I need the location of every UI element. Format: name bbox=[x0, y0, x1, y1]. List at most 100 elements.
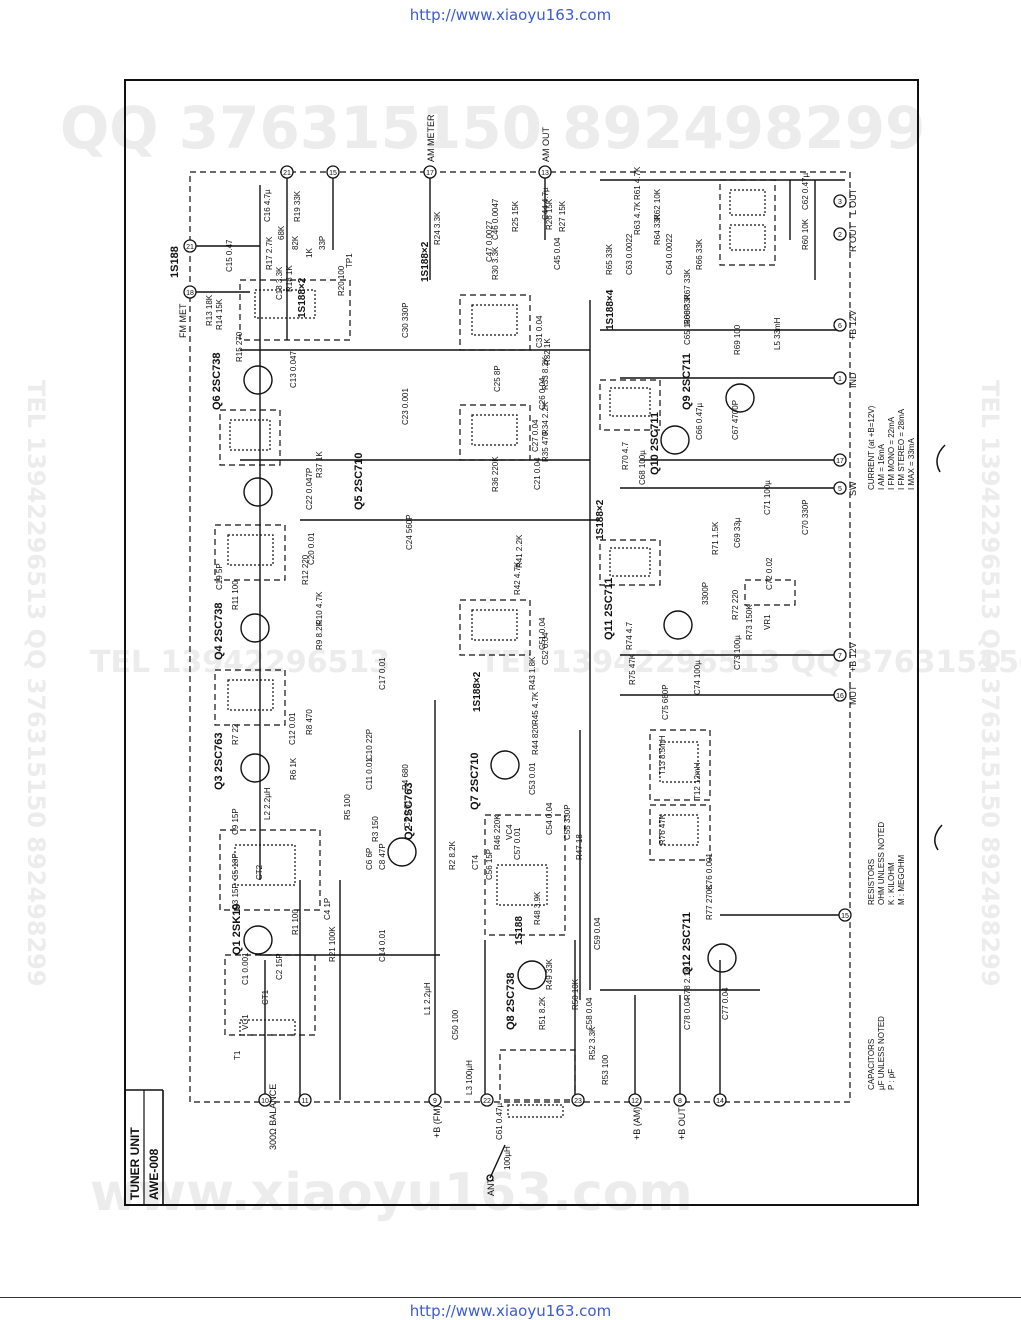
svg-text:Q2 2SC763: Q2 2SC763 bbox=[403, 783, 415, 841]
svg-text:3: 3 bbox=[838, 199, 842, 206]
svg-text:R8 470: R8 470 bbox=[305, 709, 314, 735]
svg-text:Q6 2SC738: Q6 2SC738 bbox=[211, 353, 223, 411]
terminal-fm-met: 18 FM MET bbox=[178, 285, 197, 338]
svg-text:C20 0.01: C20 0.01 bbox=[307, 532, 316, 565]
svg-text:R69 100: R69 100 bbox=[733, 324, 742, 355]
svg-text:+B (AM): +B (AM) bbox=[632, 1107, 642, 1140]
svg-text:R49 33K: R49 33K bbox=[545, 958, 554, 990]
svg-text:21: 21 bbox=[186, 244, 194, 251]
terminal-right-15: 15 bbox=[838, 908, 852, 922]
svg-text:R35 470: R35 470 bbox=[541, 431, 550, 462]
capacitor-note: CAPACITORS µF UNLESS NOTED P : pF bbox=[867, 1016, 896, 1090]
transistor-labels: Q1 2SK19 Q2 2SC763 Q3 2SC763 Q4 2SC738 Q… bbox=[211, 353, 693, 1031]
svg-text:R51 8.2K: R51 8.2K bbox=[538, 996, 547, 1030]
svg-text:C55 330P: C55 330P bbox=[563, 804, 572, 840]
svg-text:R32 1K: R32 1K bbox=[543, 338, 552, 365]
svg-text:13: 13 bbox=[541, 170, 549, 177]
svg-text:C56 15P: C56 15P bbox=[485, 849, 494, 880]
svg-text:C6 6P: C6 6P bbox=[365, 848, 374, 870]
svg-text:C76 0.001: C76 0.001 bbox=[705, 853, 714, 890]
svg-text:R61 4.7K: R61 4.7K bbox=[633, 166, 642, 200]
terminal-am-out: 13 AM OUT bbox=[538, 126, 552, 179]
svg-text:FM MET: FM MET bbox=[178, 303, 188, 338]
svg-text:C27 0.04: C27 0.04 bbox=[531, 419, 540, 452]
svg-text:R21 100K: R21 100K bbox=[328, 926, 337, 962]
svg-text:8: 8 bbox=[678, 1098, 682, 1105]
svg-text:C61 0.47µ: C61 0.47µ bbox=[495, 1103, 504, 1140]
svg-text:82K: 82K bbox=[291, 235, 300, 250]
svg-text:R75 47K: R75 47K bbox=[628, 653, 637, 685]
svg-text:C13 0.047: C13 0.047 bbox=[289, 351, 298, 388]
title-text: TUNER UNIT bbox=[128, 1127, 142, 1200]
svg-text:C50 100: C50 100 bbox=[451, 1009, 460, 1040]
terminal-b-out: 8 +B OUT bbox=[673, 1093, 687, 1140]
svg-text:ANT: ANT bbox=[486, 1177, 496, 1196]
svg-text:I AM = 16mA: I AM = 16mA bbox=[877, 443, 886, 490]
svg-text:15: 15 bbox=[841, 913, 849, 920]
svg-text:R53 100: R53 100 bbox=[601, 1054, 610, 1085]
terminal-300-balance: 10 300Ω BALANCE bbox=[258, 1084, 278, 1150]
header-url[interactable]: http://www.xiaoyu163.com bbox=[409, 6, 612, 24]
svg-text:R12 220: R12 220 bbox=[301, 554, 310, 585]
svg-text:I MAX = 33mA: I MAX = 33mA bbox=[907, 438, 916, 490]
svg-text:R44 820: R44 820 bbox=[531, 724, 540, 755]
svg-text:C46 0.0047: C46 0.0047 bbox=[491, 198, 500, 240]
margin-mark-top bbox=[936, 444, 946, 473]
svg-text:R73 150K: R73 150K bbox=[745, 604, 754, 640]
svg-text:100µH: 100µH bbox=[503, 1146, 512, 1170]
svg-text:7: 7 bbox=[838, 653, 842, 660]
svg-text:16: 16 bbox=[836, 693, 844, 700]
svg-text:R2 8.2K: R2 8.2K bbox=[448, 840, 457, 870]
footer-url[interactable]: http://www.xiaoyu163.com bbox=[409, 1302, 612, 1320]
svg-text:C18 3.3K: C18 3.3K bbox=[275, 266, 284, 300]
resistor-note: RESISTORS OHM UNLESS NOTED K : KILOHM M … bbox=[867, 822, 906, 905]
svg-text:R45 4.7K: R45 4.7K bbox=[531, 691, 540, 725]
svg-text:22: 22 bbox=[483, 1098, 491, 1105]
svg-text:I FM STEREO = 28mA: I FM STEREO = 28mA bbox=[897, 408, 906, 490]
terminal-am-meter: 17 AM METER bbox=[423, 114, 437, 179]
svg-text:R10 4.7K: R10 4.7K bbox=[315, 591, 324, 625]
model-text: AWE-008 bbox=[147, 1148, 161, 1200]
svg-text:C72 0.02: C72 0.02 bbox=[765, 557, 774, 590]
svg-text:CAPACITORS: CAPACITORS bbox=[867, 1039, 876, 1090]
svg-text:C53 0.01: C53 0.01 bbox=[528, 762, 537, 795]
svg-text:Q4 2SC738: Q4 2SC738 bbox=[213, 603, 225, 661]
svg-text:R65 33K: R65 33K bbox=[605, 243, 614, 275]
svg-text:R19 33K: R19 33K bbox=[293, 190, 302, 222]
svg-text:C10 22P: C10 22P bbox=[365, 729, 374, 760]
svg-text:P : pF: P : pF bbox=[887, 1069, 896, 1090]
svg-text:R18 1K: R18 1K bbox=[285, 265, 294, 292]
svg-text:C31 0.04: C31 0.04 bbox=[535, 315, 544, 348]
svg-text:9: 9 bbox=[433, 1098, 437, 1105]
svg-text:R67 33K: R67 33K bbox=[683, 268, 692, 300]
footer-rule bbox=[0, 1297, 1021, 1298]
svg-text:M : MEGOHM: M : MEGOHM bbox=[897, 854, 906, 905]
svg-text:R52 3.3K: R52 3.3K bbox=[588, 1026, 597, 1060]
svg-text:C17 0.01: C17 0.01 bbox=[378, 657, 387, 690]
svg-text:C24 560P: C24 560P bbox=[405, 514, 414, 550]
svg-text:R7 22: R7 22 bbox=[231, 723, 240, 745]
svg-text:Q12 2SC711: Q12 2SC711 bbox=[681, 912, 693, 975]
svg-text:C19 5P: C19 5P bbox=[215, 563, 224, 590]
svg-text:R9 8.2K: R9 8.2K bbox=[315, 620, 324, 650]
svg-text:C9 15P: C9 15P bbox=[231, 808, 240, 835]
svg-text:R74 4.7: R74 4.7 bbox=[625, 621, 634, 650]
svg-text:R41 2.2K: R41 2.2K bbox=[515, 534, 524, 568]
svg-text:Q8 2SC738: Q8 2SC738 bbox=[505, 973, 517, 1031]
svg-text:3300P: 3300P bbox=[701, 582, 710, 605]
transformers bbox=[214, 179, 796, 1118]
svg-text:R3 150: R3 150 bbox=[371, 816, 380, 842]
svg-text:R26 15K: R26 15K bbox=[545, 198, 554, 230]
svg-text:300Ω BALANCE: 300Ω BALANCE bbox=[268, 1084, 278, 1150]
svg-text:C52 0.04: C52 0.04 bbox=[541, 632, 550, 665]
svg-text:R47 18: R47 18 bbox=[575, 834, 584, 860]
svg-text:R6 1K: R6 1K bbox=[289, 757, 298, 780]
component-labels: C15 0.47 R17 2.7K 68K R19 33K 82K 1K 33P… bbox=[205, 166, 810, 1140]
svg-text:SW: SW bbox=[848, 481, 858, 496]
svg-text:C47 0.0027: C47 0.0027 bbox=[485, 220, 494, 262]
svg-text:1S188: 1S188 bbox=[514, 916, 525, 945]
svg-text:1S188×2: 1S188×2 bbox=[472, 671, 483, 712]
svg-text:CT2: CT2 bbox=[255, 864, 264, 880]
svg-text:C69 33µ: C69 33µ bbox=[733, 517, 742, 548]
